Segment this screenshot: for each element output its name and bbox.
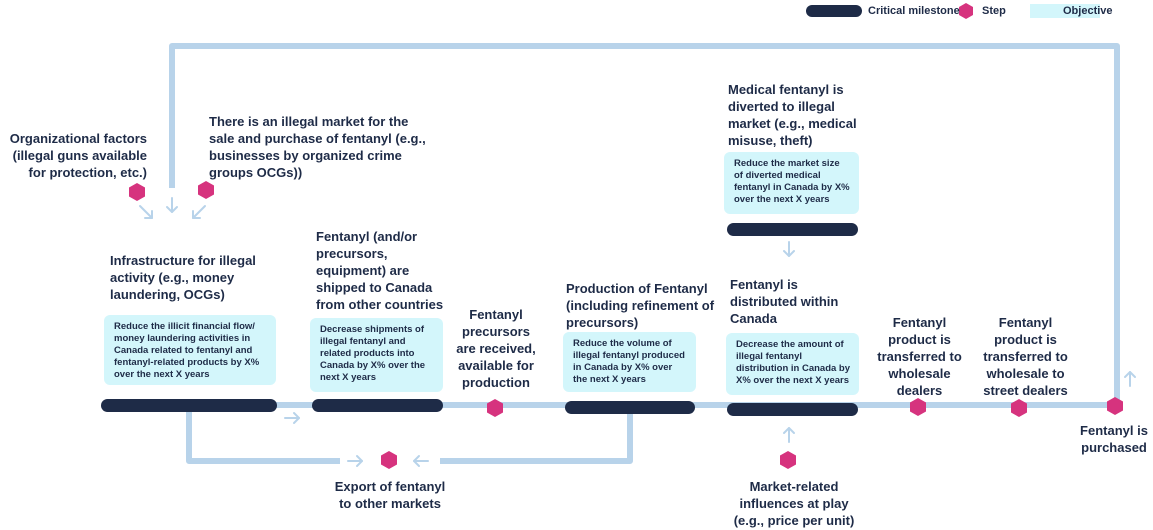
step-street [1011, 399, 1027, 417]
objective-distribution: Decrease the amount of illegal fentanyl … [726, 333, 859, 395]
export-return-line [440, 405, 633, 464]
arrow-up-market-icon [783, 427, 795, 443]
objective-financial: Reduce the illicit financial flow/ money… [104, 315, 276, 385]
step-precursors-received [487, 399, 503, 417]
legend-milestone-swatch [806, 5, 862, 17]
milestone-production [565, 401, 695, 414]
arrow-left-export-icon [413, 455, 429, 467]
objective-medical: Reduce the market size of diverted medic… [724, 152, 859, 214]
arrow-right-export-icon [347, 455, 363, 467]
legend-objective-label: Objective [1063, 5, 1113, 17]
arrow-up-purchased-icon [1124, 371, 1136, 387]
export-loop-line [186, 405, 340, 464]
label-precursors-received: Fentanyl precursors are received, availa… [456, 307, 536, 390]
milestone-distributed [727, 403, 858, 416]
label-street: Fentanyl product is transferred to whole… [983, 315, 1068, 398]
milestone-infrastructure [101, 399, 277, 412]
arrow-market-icon [192, 205, 206, 219]
label-wholesale: Fentanyl product is transferred to whole… [877, 315, 962, 398]
label-infrastructure: Infrastructure for illegal activity (e.g… [110, 253, 256, 302]
arrow-down-medical-icon [783, 241, 795, 257]
step-market-influences [780, 451, 796, 469]
milestone-shipped [312, 399, 443, 412]
step-wholesale [910, 398, 926, 416]
label-shipped: Fentanyl (and/or precursors, equipment) … [316, 229, 444, 312]
label-export: Export of fentanyl to other markets [334, 479, 446, 511]
legend-step-label: Step [982, 5, 1006, 17]
arrow-right-shipped-icon [284, 412, 300, 424]
label-purchased: Fentanyl is purchased [1080, 423, 1148, 455]
step-export [381, 451, 397, 469]
label-illegal-market: There is an illegal market for the sale … [209, 114, 426, 180]
label-production: Production of Fentanyl (including refine… [566, 281, 715, 330]
legend-milestone-label: Critical milestone [868, 5, 960, 17]
milestone-medical [727, 223, 858, 236]
arrow-org-factors-icon [139, 205, 153, 219]
label-org-factors: Organizational factors (illegal guns ava… [9, 131, 147, 180]
objective-shipments: Decrease shipments of illegal fentanyl a… [310, 318, 443, 392]
arrow-feedback-down-icon [166, 197, 178, 213]
label-medical-diverted: Medical fentanyl is diverted to illegal … [728, 82, 857, 148]
legend-step-icon [959, 3, 973, 19]
feedback-loop-line [169, 43, 1120, 405]
label-distributed: Fentanyl is distributed within Canada [730, 277, 839, 326]
step-illegal-market [198, 181, 214, 199]
label-market-influences: Market-related influences at play (e.g.,… [733, 479, 855, 528]
objective-production: Reduce the volume of illegal fentanyl pr… [563, 332, 696, 392]
step-org-factors [129, 183, 145, 201]
legend-objective-swatch [1030, 4, 1100, 18]
step-purchased [1107, 397, 1123, 415]
